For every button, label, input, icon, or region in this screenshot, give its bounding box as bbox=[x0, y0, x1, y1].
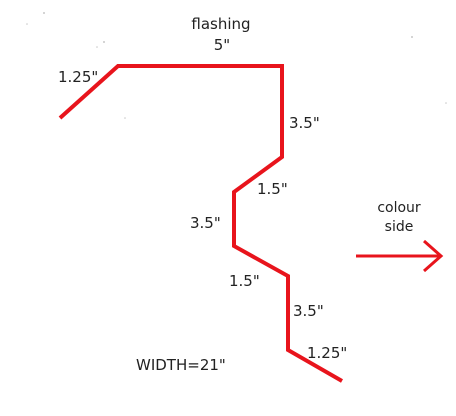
dim-first-jog: 1.5" bbox=[257, 180, 288, 198]
dim-third-drop: 3.5" bbox=[293, 302, 324, 320]
flashing-profile-line bbox=[58, 64, 343, 383]
dim-middle-drop: 3.5" bbox=[190, 214, 221, 232]
title-flashing: flashing bbox=[191, 15, 250, 33]
total-width-label: WIDTH=21" bbox=[136, 356, 226, 374]
title-width-5in: 5" bbox=[214, 36, 230, 54]
dim-second-jog: 1.5" bbox=[229, 272, 260, 290]
colour-side-label-line1: colour bbox=[377, 200, 421, 216]
dim-top-left-lip: 1.25" bbox=[58, 68, 98, 86]
colour-side-label-line2: side bbox=[385, 219, 414, 235]
background-specks bbox=[26, 12, 447, 119]
dim-first-drop: 3.5" bbox=[289, 114, 320, 132]
colour-side-arrow-icon bbox=[356, 239, 444, 273]
dim-bottom-lip: 1.25" bbox=[307, 344, 347, 362]
